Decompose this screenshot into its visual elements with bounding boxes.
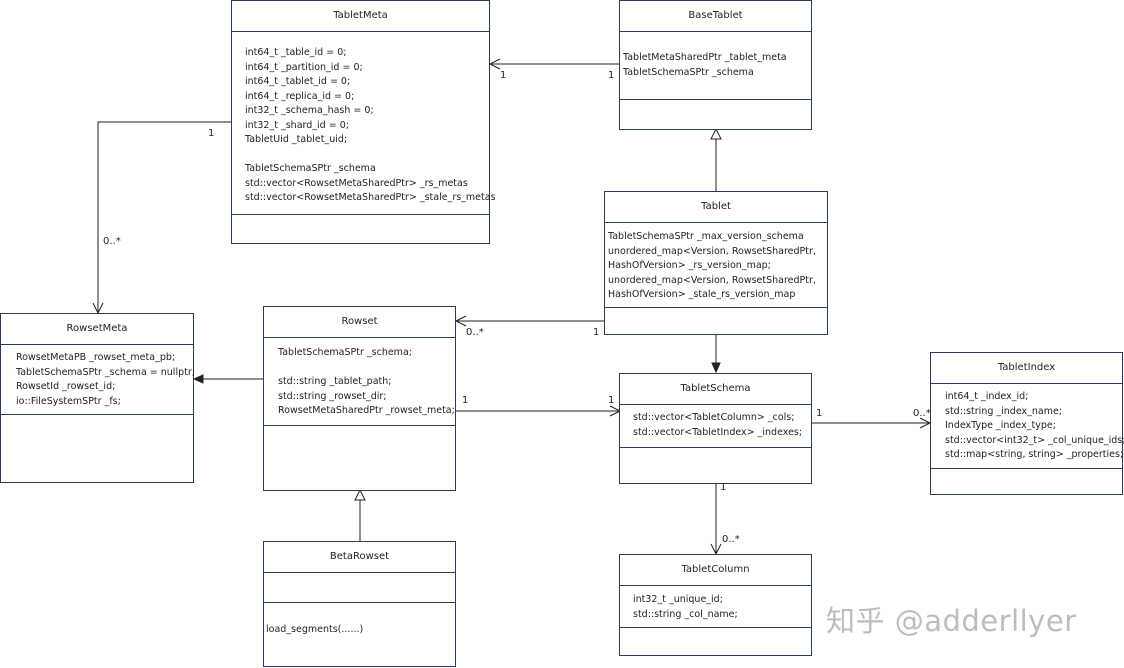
multiplicity-label: 0..* <box>103 236 121 247</box>
arrowhead-rowset-rowsetmeta <box>192 374 204 384</box>
class-rowset-meta: RowsetMeta RowsetMetaPB _rowset_meta_pb;… <box>0 313 195 483</box>
class-attribute: TabletSchemaSPtr _max_version_schema <box>608 231 804 242</box>
class-operations <box>1 415 193 421</box>
class-attribute: std::map<string, string> _properties; <box>945 449 1124 460</box>
generalization-tablet-basetablet <box>710 127 722 140</box>
class-name: TabletIndex <box>931 353 1122 384</box>
class-operations <box>620 100 811 106</box>
class-attribute: std::vector<TabletIndex> _indexes; <box>633 426 803 438</box>
class-attribute: std::vector<RowsetMetaSharedPtr> _rs_met… <box>245 177 468 189</box>
class-tablet-schema: TabletSchema std::vector<TabletColumn> _… <box>619 373 812 484</box>
class-attributes: int64_t _table_id = 0; int64_t _partition… <box>232 32 496 215</box>
class-attribute: int32_t _shard_id = 0; <box>245 119 349 131</box>
multiplicity-label: 1 <box>593 327 600 338</box>
edge-tabletmeta-rowsetmeta <box>97 121 232 313</box>
class-attribute: int64_t _table_id = 0; <box>245 47 347 58</box>
class-attributes: RowsetMetaPB _rowset_meta_pb; TabletSchem… <box>1 345 195 415</box>
class-attributes: std::vector<TabletColumn> _cols;std::vec… <box>620 405 811 448</box>
class-name: RowsetMeta <box>1 314 193 345</box>
multiplicity-label: 1 <box>208 128 215 139</box>
class-attribute: std::vector<RowsetMetaSharedPtr> _stale_… <box>245 192 496 203</box>
class-attributes <box>264 573 455 603</box>
class-attribute: std::vector<int32_t> _col_unique_ids; <box>945 434 1124 446</box>
multiplicity-label: 0..* <box>913 408 931 419</box>
class-attribute: std::string _tablet_path; <box>278 376 392 387</box>
multiplicity-label: 1 <box>816 408 823 419</box>
class-attribute: IndexType _index_type; <box>945 420 1056 431</box>
class-attribute: unordered_map<Version, RowsetSharedPtr, <box>608 245 816 257</box>
class-operations <box>264 426 455 432</box>
multiplicity-label: 0..* <box>722 534 740 545</box>
class-operations: load_segments(......) <box>264 603 455 638</box>
class-operations <box>620 448 811 454</box>
multiplicity-label: 1 <box>608 70 615 81</box>
class-attribute: TabletSchemaSPtr _schema <box>245 163 376 174</box>
class-name: BaseTablet <box>620 1 811 32</box>
class-operations <box>931 469 1122 475</box>
class-beta-rowset: BetaRowset load_segments(......) <box>263 541 456 667</box>
class-attribute: int64_t _index_id; <box>945 391 1029 402</box>
class-tablet-index: TabletIndex int64_t _index_id;std::strin… <box>930 352 1124 495</box>
generalization-betarowset-rowset <box>354 488 366 501</box>
class-attribute: TabletSchemaSPtr _schema <box>623 66 754 78</box>
multiplicity-label: 1 <box>608 395 615 406</box>
class-name: Rowset <box>264 307 455 338</box>
class-attribute: std::string _index_name; <box>945 405 1063 417</box>
multiplicity-label: 1 <box>462 395 469 406</box>
class-base-tablet: BaseTablet TabletMetaSharedPtr _tablet_m… <box>619 0 812 130</box>
class-operations <box>605 308 827 314</box>
class-operations <box>620 628 811 634</box>
class-operation: load_segments(......) <box>266 624 364 635</box>
multiplicity-label: 1 <box>500 70 507 81</box>
arrowhead-basetablet-tabletmeta <box>488 58 501 70</box>
class-attribute: RowsetId _rowset_id; <box>16 381 116 392</box>
class-attribute: TabletUid _tablet_uid; <box>245 134 348 145</box>
class-name: TabletSchema <box>620 374 811 405</box>
class-tablet: Tablet TabletSchemaSPtr _max_version_sch… <box>604 191 828 335</box>
class-tablet-meta: TabletMeta int64_t _table_id = 0;int64_t… <box>231 0 496 244</box>
class-attribute: HashOfVersion> _rs_version_map; <box>608 260 771 271</box>
class-attributes: int32_t _unique_id;std::string _col_name… <box>620 586 811 628</box>
blank-line <box>278 361 451 376</box>
class-attribute: HashOfVersion> _stale_rs_version_map <box>608 289 796 300</box>
class-attribute: std::string _rowset_dir; <box>278 390 387 402</box>
watermark: 知乎 @adderllyer <box>826 604 1077 638</box>
class-attribute: TabletSchemaSPtr _schema = nullptr; <box>16 366 195 378</box>
class-name: TabletMeta <box>232 1 489 32</box>
class-attributes: TabletSchemaSPtr _schema;std::string _ta… <box>264 338 455 426</box>
class-rowset: Rowset TabletSchemaSPtr _schema;std::str… <box>263 306 456 491</box>
class-tablet-column: TabletColumn int32_t _unique_id;std::str… <box>619 554 812 656</box>
class-attribute: int32_t _schema_hash = 0; <box>245 105 374 116</box>
class-name: TabletColumn <box>620 555 811 586</box>
class-attribute: TabletSchemaSPtr _schema; <box>278 347 412 358</box>
arrowhead-tablet-rowset <box>454 315 467 327</box>
arrowhead-tablet-tabletschema <box>711 362 721 374</box>
class-attribute: std::string _col_name; <box>633 608 738 620</box>
class-attribute: RowsetMetaPB _rowset_meta_pb; <box>16 352 176 363</box>
class-attribute: int32_t _unique_id; <box>633 594 723 605</box>
class-attribute: RowsetMetaSharedPtr _rowset_meta; <box>278 405 455 416</box>
class-operations <box>232 215 489 221</box>
class-attribute: int64_t _partition_id = 0; <box>245 61 363 73</box>
class-attribute: std::vector<TabletColumn> _cols; <box>633 412 795 423</box>
class-attribute: io::FileSystemSPtr _fs; <box>16 395 121 407</box>
class-name: BetaRowset <box>264 542 455 573</box>
multiplicity-label: 0..* <box>466 327 484 338</box>
class-attribute: int64_t _replica_id = 0; <box>245 90 355 102</box>
class-attribute: unordered_map<Version, RowsetSharedPtr, <box>608 274 816 286</box>
class-attribute: int64_t _tablet_id = 0; <box>245 76 351 87</box>
class-name: Tablet <box>605 192 827 223</box>
class-attribute: TabletMetaSharedPtr _tablet_meta <box>623 52 787 63</box>
multiplicity-label: 1 <box>720 482 727 493</box>
class-attributes: int64_t _index_id;std::string _index_nam… <box>931 384 1124 469</box>
blank-line <box>245 148 485 163</box>
